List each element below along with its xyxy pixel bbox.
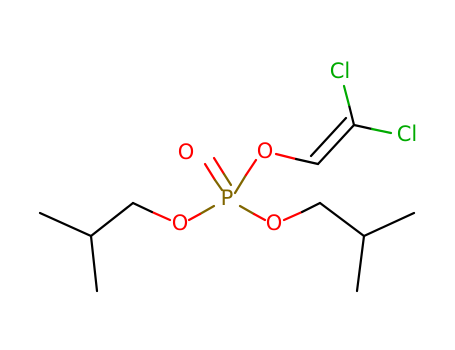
bond-p-o-vinyl-brown: [233, 173, 248, 195]
bond-left-ch-methyl-down: [89, 234, 99, 293]
atom-oxygen-double: O: [178, 140, 195, 164]
bond-p-o-vinyl-red: [244, 158, 258, 177]
bond-c-cl-top-green: [342, 84, 351, 107]
bond-o-ch-black: [294, 157, 320, 166]
bond-p-o-double-red-b: [212, 156, 226, 176]
bond-right-ch2-ch: [318, 201, 366, 238]
bond-p-o-left-red: [187, 212, 202, 222]
bond-left-ch-methyl-up: [38, 211, 93, 238]
bond-o-ch2-right-black: [300, 201, 322, 214]
bond-p-o-double-red-a: [203, 162, 217, 182]
atom-oxygen-vinyl: O: [257, 139, 274, 163]
bond-c-c-double-a: [316, 123, 356, 166]
bond-c-cl-top-black: [347, 103, 356, 127]
bond-c-cl-right-black: [352, 123, 374, 131]
bond-c-cl-right-green: [370, 127, 393, 135]
atom-phosphorus: P: [221, 186, 234, 210]
atom-oxygen-left: O: [172, 211, 189, 235]
bond-p-o-right-brown: [238, 204, 256, 216]
bond-right-ch-methyl-down: [355, 234, 366, 293]
bond-p-o-right-red: [252, 212, 267, 222]
bond-right-ch-methyl-up: [362, 211, 416, 238]
atom-chlorine-top: Cl: [330, 59, 351, 83]
bond-p-o-double-brown-b: [222, 172, 233, 187]
bond-left-ch2-ch: [89, 201, 135, 238]
bond-o-ch2-left-red: [150, 210, 172, 222]
atom-chlorine-right: Cl: [397, 122, 418, 146]
bond-o-ch-red: [274, 152, 298, 161]
bond-c-c-double-b: [309, 116, 348, 158]
bond-p-o-left-brown: [198, 204, 216, 216]
bond-o-ch2-left-black: [131, 201, 154, 214]
bond-p-o-double-brown-a: [213, 178, 224, 192]
atom-labels: P O O O O Cl Cl: [172, 59, 418, 235]
bond-o-ch2-right-red: [282, 210, 304, 222]
bonds: [38, 84, 416, 293]
atom-oxygen-right: O: [266, 211, 283, 235]
